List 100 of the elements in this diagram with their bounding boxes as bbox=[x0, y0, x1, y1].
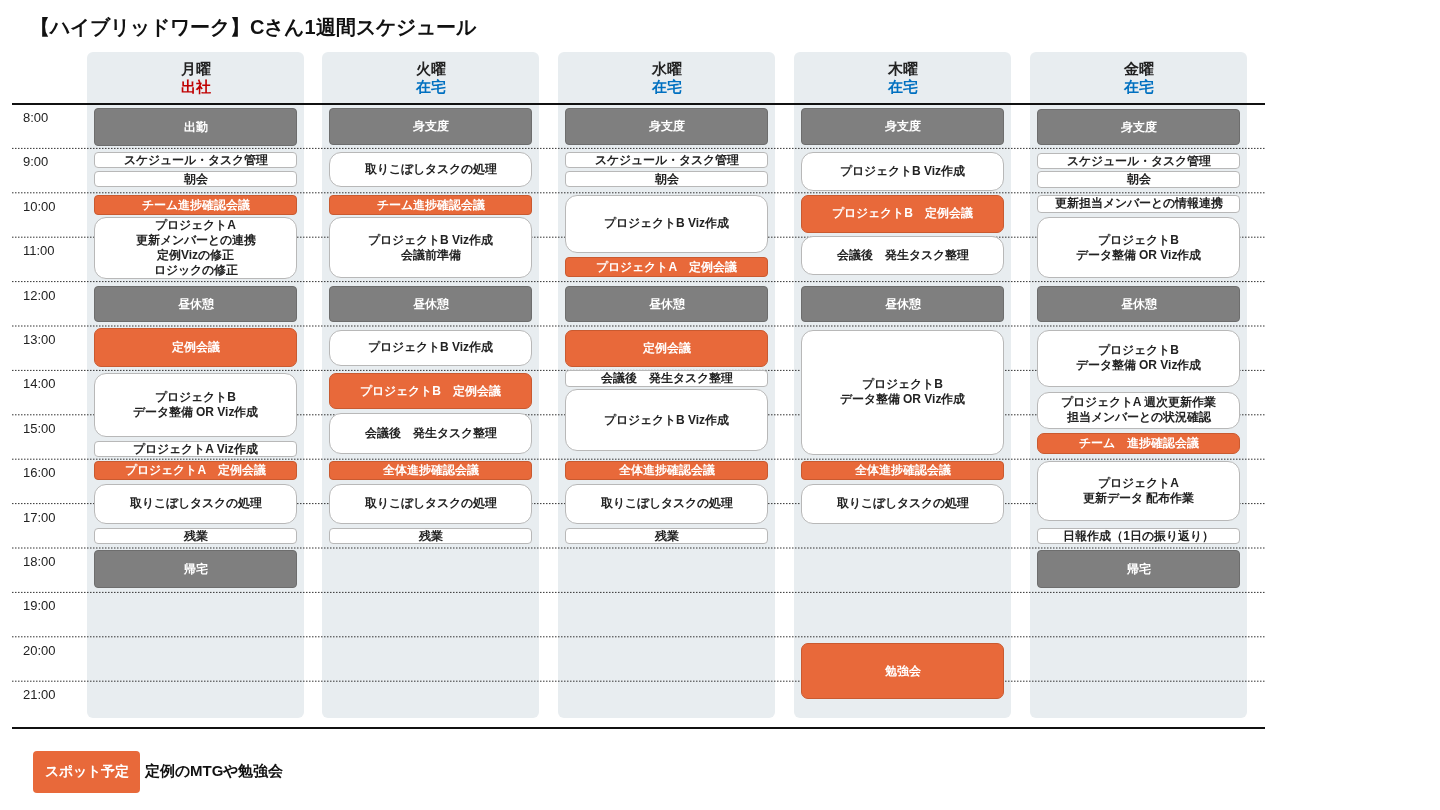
task-box bbox=[329, 329, 532, 366]
legend-swatch-label: スポット予定 bbox=[44, 763, 129, 781]
event-text: チーム進捗確認会議 bbox=[376, 197, 485, 213]
task-box bbox=[94, 151, 297, 169]
event-text: データ整備 OR Viz作成 bbox=[132, 404, 259, 420]
task-box bbox=[565, 170, 768, 188]
event-text: プロジェクトB Viz作成 bbox=[367, 340, 494, 356]
task-box bbox=[1037, 391, 1240, 429]
work-location: 在宅 bbox=[414, 78, 447, 97]
event-text: 昼休憩 bbox=[648, 296, 685, 312]
event-text: 定例Vizの修正 bbox=[156, 248, 235, 264]
day-column bbox=[87, 52, 304, 718]
time-label: 16:00 bbox=[23, 465, 56, 481]
time-label: 12:00 bbox=[23, 287, 56, 303]
time-label: 11:00 bbox=[23, 243, 55, 259]
work-location: 在宅 bbox=[886, 78, 919, 97]
event-text: 昼休憩 bbox=[1120, 296, 1157, 312]
event-text: スケジュール・タスク管理 bbox=[123, 152, 268, 168]
work-location: 出社 bbox=[179, 78, 212, 97]
event-text: 取りこぼしタスクの処理 bbox=[364, 496, 497, 512]
event-text: プロジェクトB Viz作成 bbox=[839, 163, 966, 179]
meeting-box bbox=[329, 372, 532, 410]
event-text: プロジェクトB Viz作成 bbox=[603, 412, 730, 428]
event-text: 昼休憩 bbox=[884, 296, 921, 312]
day-heading: 月曜 bbox=[179, 60, 212, 79]
routine-box bbox=[1037, 286, 1240, 323]
event-text: プロジェクトA 定例会議 bbox=[125, 463, 266, 479]
meeting-box bbox=[565, 257, 768, 278]
event-text: プロジェクトB 定例会議 bbox=[360, 383, 501, 399]
task-box bbox=[565, 195, 768, 253]
time-label: 8:00 bbox=[23, 110, 49, 125]
event-text: 身支度 bbox=[648, 119, 685, 135]
event-text: プロジェクトA 定例会議 bbox=[596, 259, 737, 275]
event-text: 残業 bbox=[183, 528, 208, 544]
event-text: スケジュール・タスク管理 bbox=[594, 152, 739, 168]
event-text: 帰宅 bbox=[183, 561, 208, 577]
event-text: 残業 bbox=[418, 528, 443, 544]
time-label: 10:00 bbox=[23, 198, 56, 214]
event-text: チーム 進捗確認会議 bbox=[1078, 435, 1199, 451]
event-text: 取りこぼしタスクの処理 bbox=[129, 496, 262, 512]
meeting-box bbox=[801, 195, 1004, 233]
event-text: プロジェクトB bbox=[1098, 343, 1179, 359]
event-text: 身支度 bbox=[1120, 119, 1157, 135]
task-box bbox=[1037, 171, 1240, 189]
task-box bbox=[1037, 461, 1240, 522]
task-box bbox=[329, 151, 532, 188]
legend-text: 定例のMTGや勉強会 bbox=[145, 762, 284, 781]
event-text: プロジェクトB Viz作成 bbox=[367, 232, 494, 248]
task-box bbox=[801, 151, 1004, 191]
day-column bbox=[322, 52, 539, 718]
meeting-box bbox=[565, 461, 768, 481]
event-text: プロジェクトA bbox=[155, 218, 236, 233]
day-heading: 水曜 bbox=[650, 60, 683, 79]
task-box bbox=[565, 389, 768, 452]
routine-box bbox=[94, 108, 297, 147]
meeting-box bbox=[801, 461, 1004, 481]
event-text: 更新メンバーとの連携 bbox=[135, 233, 256, 248]
day-heading: 火曜 bbox=[414, 60, 447, 79]
routine-box bbox=[94, 286, 297, 323]
event-text: プロジェクトB bbox=[155, 389, 236, 405]
time-label: 18:00 bbox=[23, 554, 56, 569]
time-label: 9:00 bbox=[23, 154, 49, 170]
meeting-box bbox=[565, 329, 768, 367]
time-label: 17:00 bbox=[23, 509, 56, 525]
routine-box bbox=[329, 108, 532, 145]
task-box bbox=[94, 441, 297, 457]
task-box bbox=[1037, 195, 1240, 213]
task-box bbox=[94, 217, 297, 280]
event-text: 帰宅 bbox=[1126, 561, 1151, 577]
task-box bbox=[1037, 217, 1240, 279]
event-text: 会議後 発生タスク整理 bbox=[836, 248, 969, 264]
event-text: 取りこぼしタスクの処理 bbox=[600, 496, 733, 512]
event-text: 会議後 発生タスク整理 bbox=[364, 425, 497, 441]
task-box bbox=[1037, 528, 1240, 545]
event-text: 朝会 bbox=[654, 171, 679, 187]
event-text: 定例会議 bbox=[642, 340, 691, 356]
event-text: 取りこぼしタスクの処理 bbox=[364, 162, 497, 178]
event-text: データ整備 OR Viz作成 bbox=[839, 392, 966, 408]
event-text: スケジュール・タスク管理 bbox=[1066, 153, 1211, 169]
event-text: 更新担当メンバーとの情報連携 bbox=[1054, 196, 1223, 212]
chart-title: 【ハイブリッドワーク】Cさん1週間スケジュール bbox=[30, 15, 476, 40]
task-box bbox=[565, 483, 768, 524]
meeting-box bbox=[329, 461, 532, 481]
task-box bbox=[565, 151, 768, 169]
event-text: 全体進捗確認会議 bbox=[382, 463, 479, 479]
event-text: プロジェクトA bbox=[1098, 476, 1179, 491]
event-text: 出勤 bbox=[183, 119, 208, 135]
event-text: 昼休憩 bbox=[177, 296, 214, 312]
event-text: チーム進捗確認会議 bbox=[141, 197, 250, 213]
meeting-box bbox=[329, 195, 532, 215]
time-label: 21:00 bbox=[23, 687, 56, 703]
event-text: 身支度 bbox=[884, 119, 921, 135]
task-box bbox=[801, 236, 1004, 275]
routine-box bbox=[565, 286, 768, 323]
day-heading: 金曜 bbox=[1122, 60, 1155, 79]
meeting-box bbox=[94, 328, 297, 367]
task-box bbox=[565, 370, 768, 388]
task-box bbox=[329, 217, 532, 279]
task-box bbox=[565, 528, 768, 545]
meeting-box bbox=[801, 643, 1004, 699]
